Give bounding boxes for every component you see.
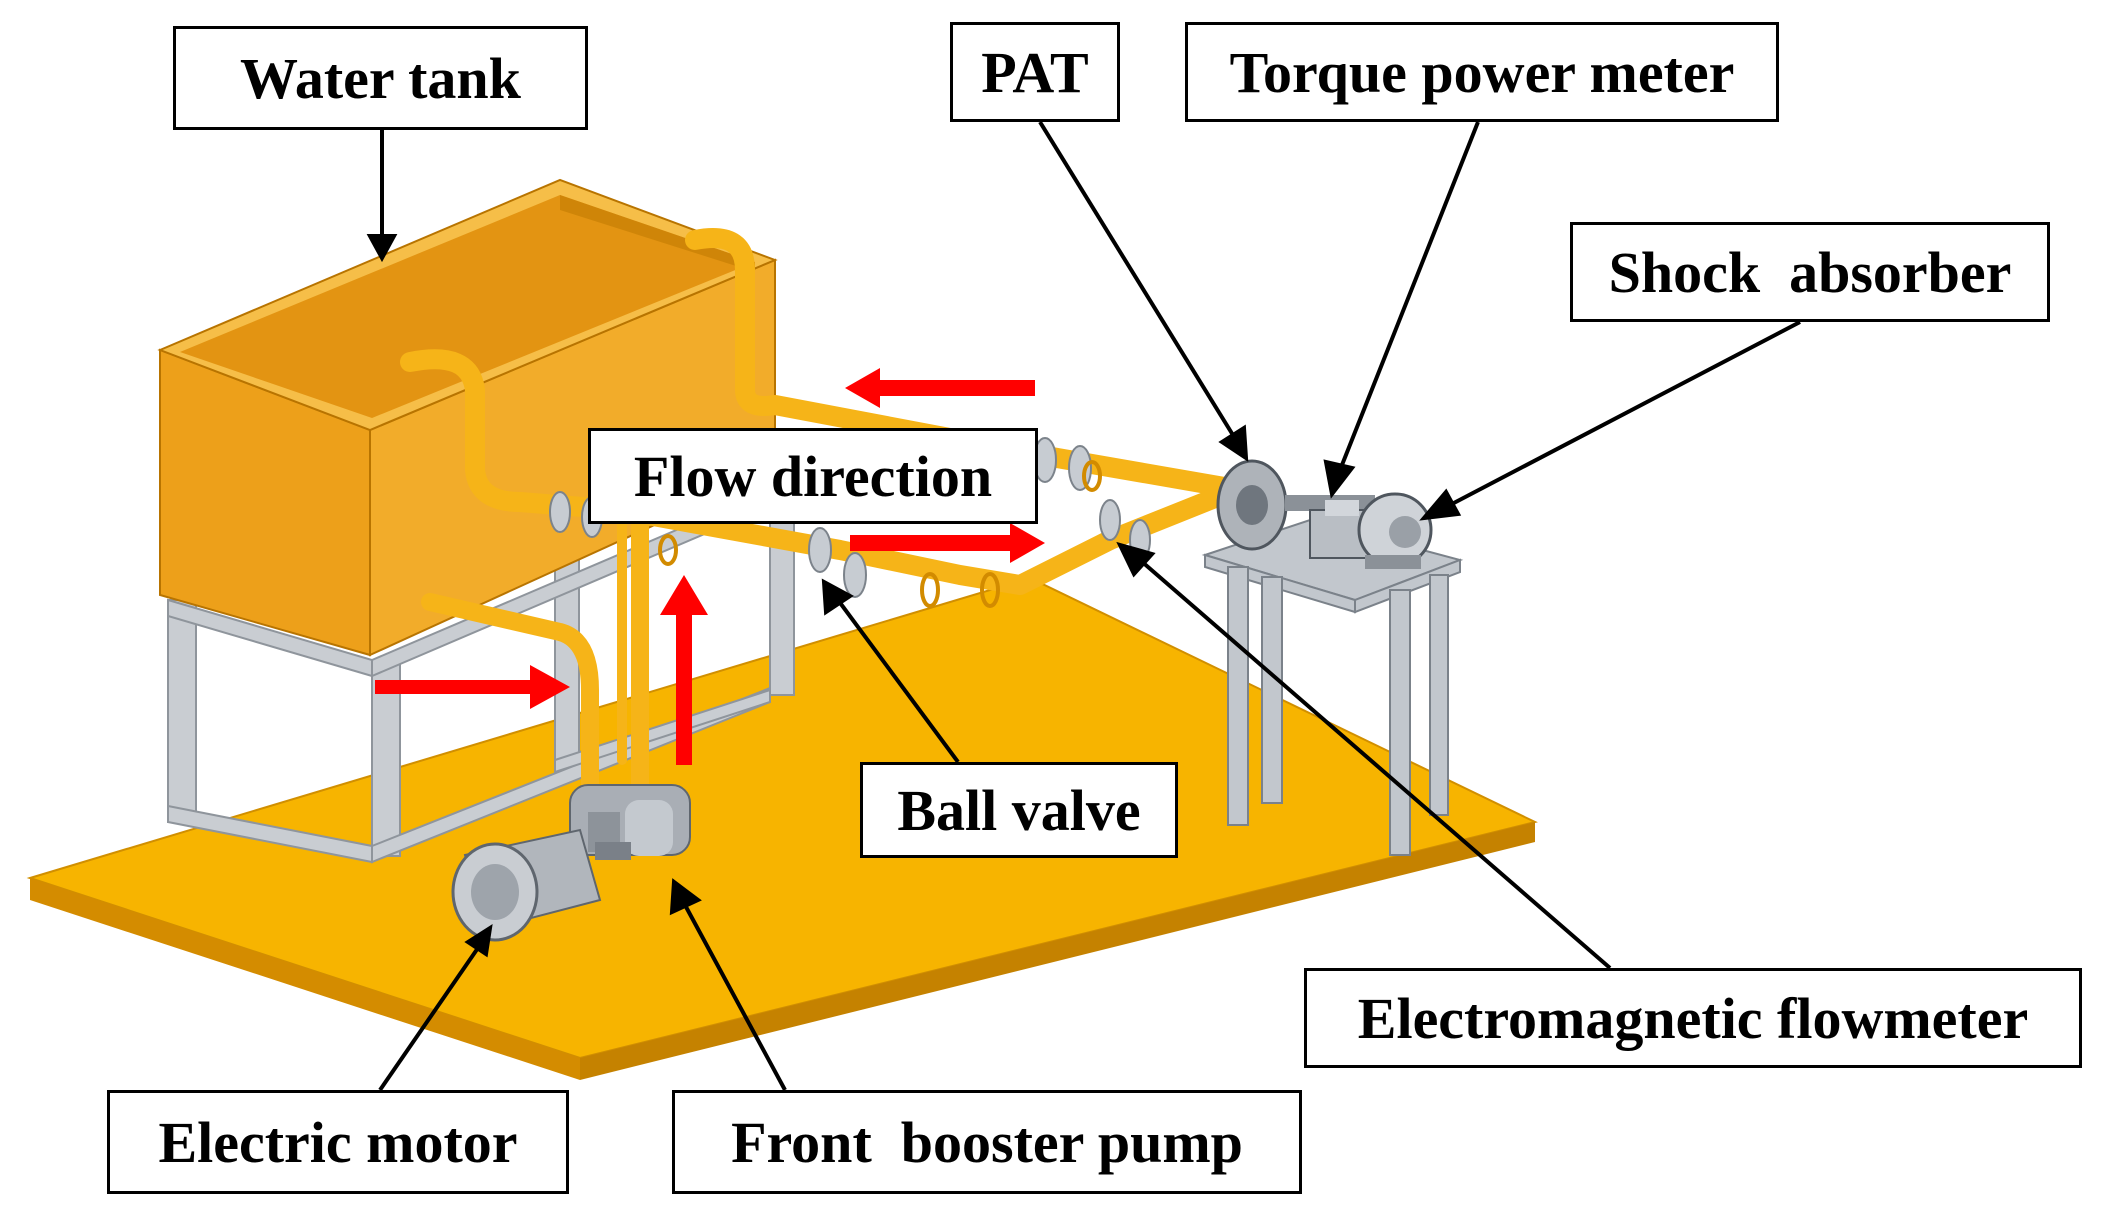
pipe-rings	[658, 460, 1102, 608]
water-tank-label: Water tank	[173, 26, 588, 130]
flow-arrows	[375, 368, 1045, 765]
tank-support-frame	[167, 484, 795, 864]
ball-valve-label: Ball valve	[860, 762, 1178, 858]
electric-motor-label: Electric motor	[107, 1090, 569, 1194]
booster-pump-assembly	[451, 784, 691, 942]
water-tank	[157, 178, 778, 657]
flow-direction-label: Flow direction	[588, 428, 1038, 524]
front-booster-pump-label: Front booster pump	[672, 1090, 1302, 1194]
flow-arrow-inlet	[375, 665, 570, 709]
leader-lines	[366, 120, 1801, 1092]
flow-arrow-return	[845, 368, 1035, 408]
torque-power-meter-label: Torque power meter	[1185, 22, 1779, 122]
bench-equipment	[1216, 459, 1433, 569]
flow-arrow-outlet	[850, 523, 1045, 563]
flow-arrow-riser	[660, 575, 708, 765]
shock-absorber-label: Shock absorber	[1570, 222, 2050, 322]
platform-base	[26, 576, 1538, 1080]
pat-label: PAT	[950, 22, 1120, 122]
electromagnetic-flowmeter-label: Electromagnetic flowmeter	[1304, 968, 2082, 1068]
